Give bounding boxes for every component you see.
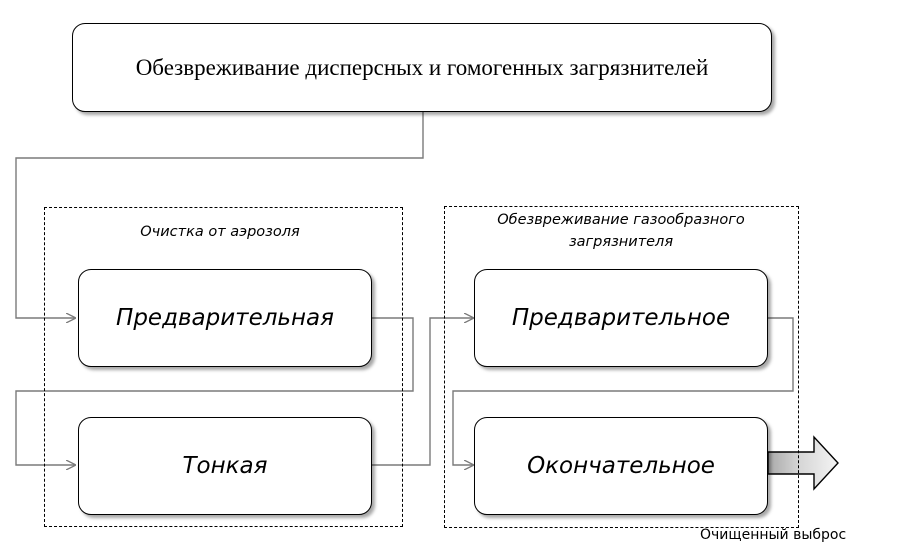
connector-title-to-aerosol-pre (15, 112, 424, 318)
node-aerosol-fine: Тонкая (78, 417, 372, 515)
connector-aerosol-pre-to-fine (15, 317, 414, 465)
output-arrow (767, 435, 839, 491)
node-gas-preliminary: Предварительное (474, 269, 768, 367)
node-aerosol-preliminary: Предварительная (78, 269, 372, 367)
group-aerosol-cleaning (44, 207, 403, 527)
output-label: Очищенный выброс (700, 527, 847, 543)
node-gas-final: Окончательное (474, 417, 768, 515)
group-gas-label: Обезвреживание газообразного загрязнител… (497, 212, 745, 250)
node-gas-final-label: Окончательное (527, 453, 715, 479)
connector-aerosol-fine-to-gas-pre (372, 318, 473, 466)
connector-gas-pre-to-final (452, 317, 794, 465)
group-gas-neutralization (444, 206, 799, 528)
node-aerosol-fine-label: Тонкая (182, 453, 268, 479)
title-text: Обезвреживание дисперсных и гомогенных з… (135, 54, 709, 80)
title-node: Обезвреживание дисперсных и гомогенных з… (72, 23, 772, 112)
node-aerosol-preliminary-label: Предварительная (116, 305, 334, 331)
node-gas-preliminary-label: Предварительное (511, 305, 731, 331)
group-aerosol-label: Очистка от аэрозоля (140, 224, 300, 240)
